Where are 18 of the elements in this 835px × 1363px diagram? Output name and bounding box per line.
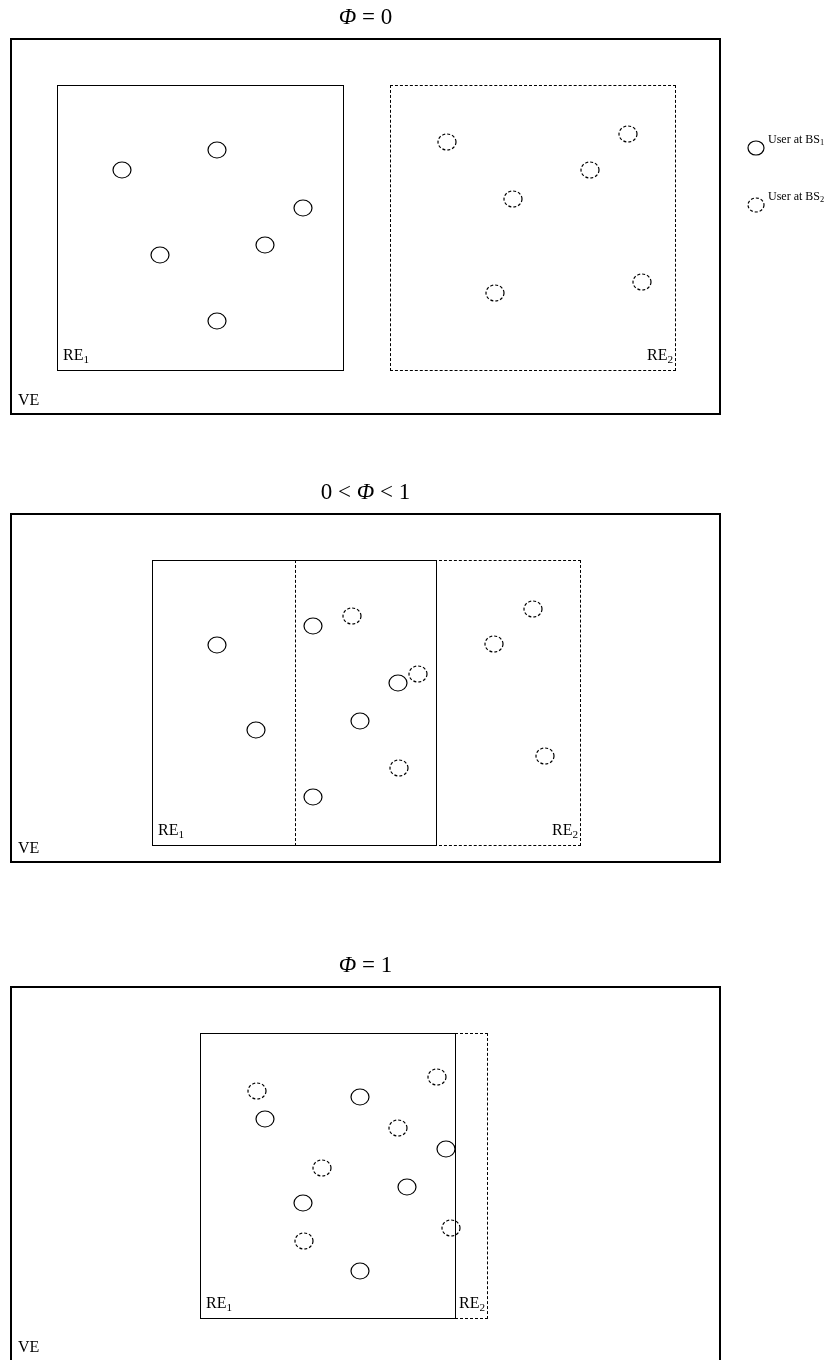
dashed-region-frame (390, 85, 676, 371)
region-label: RE$_{2}$ (646, 346, 673, 367)
dashed-region-frame (295, 560, 581, 846)
panel-title: 0 < Φ < 1 (320, 479, 411, 505)
environment-label: VE (18, 1338, 40, 1356)
region-frame (152, 560, 437, 846)
environment-label: VE (18, 839, 40, 857)
environment-label: VE (18, 391, 40, 409)
region-label: RE$_{1}$ (63, 346, 90, 367)
panel-title: Φ = 0 (338, 4, 393, 30)
region-label: RE$_{2}$ (551, 821, 578, 842)
region-label: RE$_{2}$ (458, 1294, 485, 1315)
legend-label: User at BS$_{1}$ (768, 133, 826, 150)
region-label: RE$_{1}$ (158, 821, 185, 842)
legend-label: User at BS$_{2}$ (768, 190, 826, 207)
region-frame (57, 85, 344, 371)
panel-title: Φ = 1 (338, 952, 393, 978)
region-label: RE$_{1}$ (206, 1294, 233, 1315)
